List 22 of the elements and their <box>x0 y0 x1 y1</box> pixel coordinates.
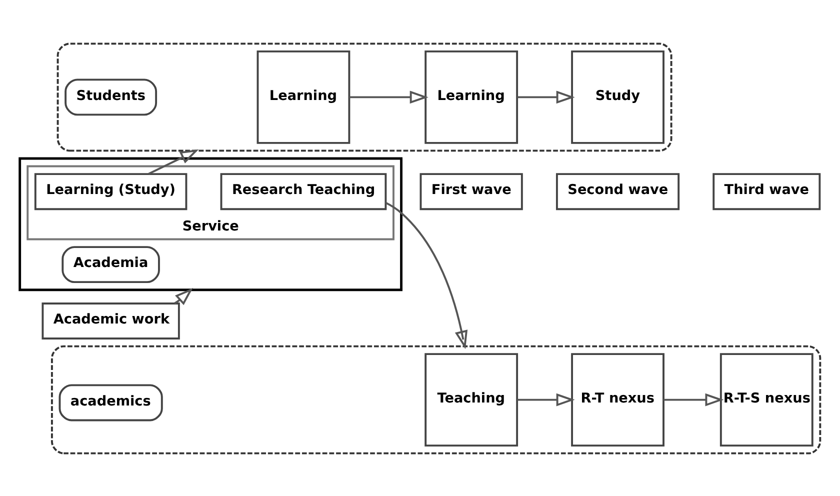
cluster <box>50 344 822 454</box>
node-box: R-T-S nexus <box>720 352 814 446</box>
node-box: Learning (Study) <box>34 172 188 210</box>
node-box: Academic work <box>42 302 180 339</box>
arrow <box>517 392 575 406</box>
node-box: Study <box>571 50 664 144</box>
node-box: Second wave <box>556 172 680 210</box>
node-box: First wave <box>420 172 523 210</box>
node-box: Learning <box>424 50 518 144</box>
arrow <box>664 392 724 406</box>
arrow <box>517 90 575 104</box>
node-box: Academia <box>62 246 160 283</box>
cluster <box>56 42 672 152</box>
node-box: Students <box>64 78 158 116</box>
node-box: Teaching <box>424 352 518 446</box>
arrow <box>385 201 468 349</box>
node-box: Learning <box>256 50 350 144</box>
node-box: academics <box>58 384 163 421</box>
node-box: Third wave <box>712 172 821 210</box>
arrow <box>349 90 428 104</box>
node-box: R-T nexus <box>571 352 664 446</box>
node-box: Research Teaching <box>220 172 387 210</box>
